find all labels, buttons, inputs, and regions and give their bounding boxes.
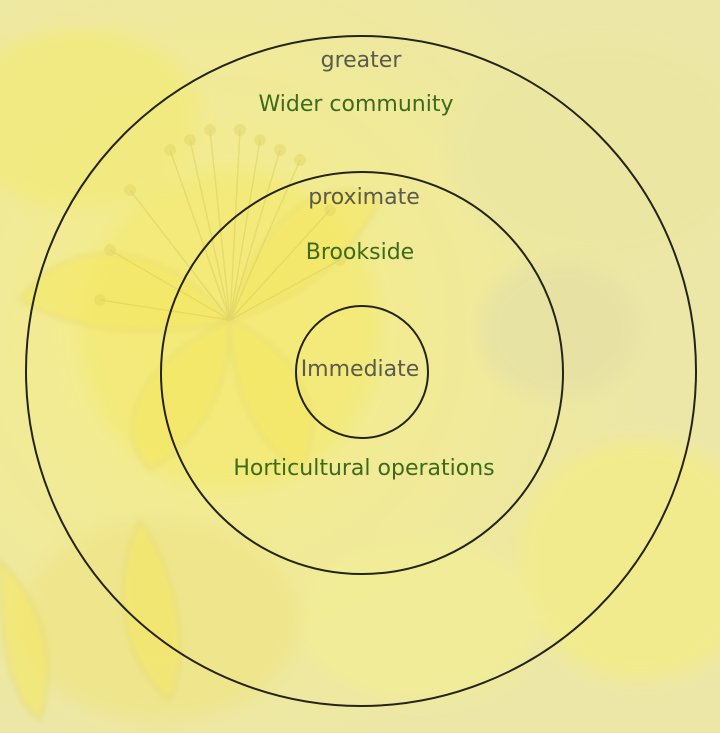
outer-ring-tier-label: greater — [320, 48, 402, 73]
middle-ring-tier-label: proximate — [308, 185, 420, 210]
inner-ring — [295, 305, 429, 439]
inner-ring-name-label: Horticultural operations — [233, 456, 495, 481]
inner-ring-tier-label: Immediate — [300, 357, 420, 382]
outer-ring — [25, 35, 697, 707]
middle-ring — [160, 171, 564, 575]
outer-ring-name-label: Wider community — [258, 92, 454, 117]
middle-ring-name-label: Brookside — [305, 240, 415, 265]
